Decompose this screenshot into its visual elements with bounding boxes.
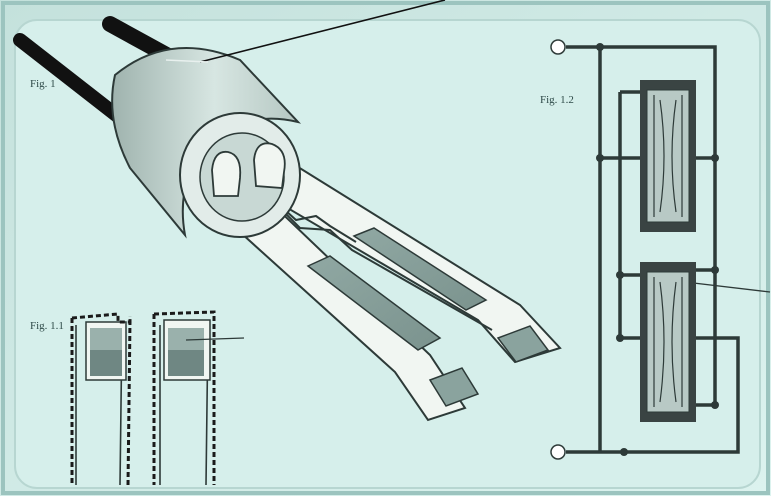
figure-label-1-1: Fig. 1.1 [30, 320, 64, 332]
strip-view-left-pad-top [90, 328, 122, 350]
sensor-cell-upper [640, 80, 696, 232]
contact-tab-2 [253, 142, 286, 189]
cable-1 [13, 33, 127, 125]
junction-dot [596, 43, 604, 51]
strip-view-right-dashed [152, 310, 216, 485]
junction-dot [711, 266, 719, 274]
leader-line-sleeve [199, 0, 446, 63]
strip-view-right-pad-top [168, 328, 204, 350]
electrode-pad-1 [306, 255, 442, 351]
junction-dot [616, 334, 624, 342]
leader-line-fig11 [185, 337, 245, 341]
strip-view-left-dashed [70, 312, 132, 486]
fig1-1-strip-views [70, 310, 245, 486]
junction-dot [596, 154, 604, 162]
terminal-bottom [550, 444, 566, 460]
junctions [596, 43, 719, 456]
junction-dot [711, 154, 719, 162]
contact-pad-2 [496, 325, 550, 363]
wire-bottom [566, 336, 740, 454]
sensor-cell-lower-inner [646, 271, 690, 413]
electrode-pad-2 [352, 227, 488, 311]
junction-dot [616, 271, 624, 279]
strip-view-left-pad-bottom [90, 350, 122, 376]
sleeve-tick [165, 59, 209, 63]
fig1-sensor-connector [13, 0, 562, 422]
contact-tab-1 [211, 150, 242, 197]
junction-dot [620, 448, 628, 456]
terminal-top [550, 39, 566, 55]
sensor-cell-lower [640, 262, 696, 422]
wire-top [566, 45, 717, 270]
junction-dot [711, 401, 719, 409]
sensor-cell-upper-inner [646, 89, 690, 223]
figure-label-1-2: Fig. 1.2 [540, 94, 574, 106]
figure-label-1: Fig. 1 [30, 78, 56, 90]
fig1-2-circuit [550, 39, 771, 460]
sensor-cell-upper-electrode-a [653, 95, 683, 217]
contact-pad-1 [428, 367, 480, 407]
sensor-cell-lower-electrode-a [653, 277, 683, 407]
strip-view-right-pad-bottom [168, 350, 204, 376]
